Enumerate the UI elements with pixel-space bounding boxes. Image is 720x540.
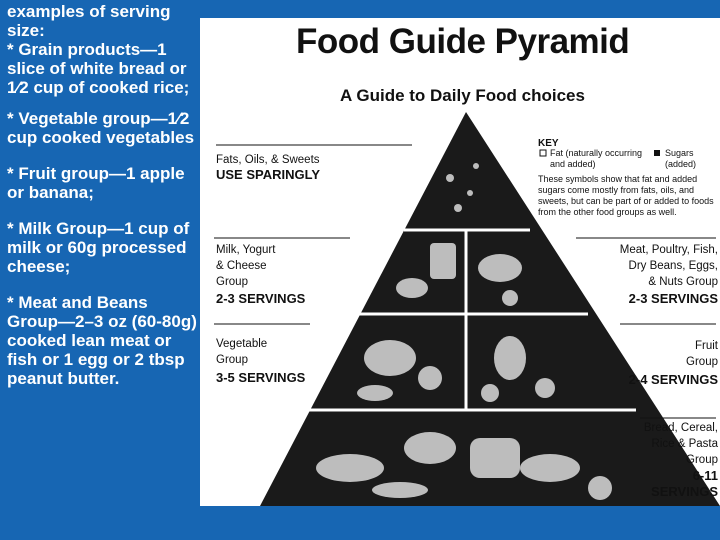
key-sugar-label: Sugars (added)	[665, 148, 697, 169]
fruit-example: * Fruit group—1 apple or banana;	[7, 164, 185, 202]
pyramid-subtitle: A Guide to Daily Food choices	[340, 86, 585, 105]
grain-label-3: Group	[686, 454, 718, 466]
fruit-label-1: Fruit	[695, 340, 718, 352]
food-illustrations	[316, 163, 612, 500]
fats-label: Fats, Oils, & Sweets	[216, 154, 320, 166]
milk-example: * Milk Group—1 cup of milk or 60g proces…	[7, 219, 190, 276]
meat-example: * Meat and Beans Group—2–3 oz (60-80g) c…	[7, 293, 197, 388]
grain-servings: SERVINGS	[651, 484, 718, 499]
meat-label-2: Dry Beans, Eggs,	[628, 260, 718, 272]
grain-label-2: Rice & Pasta	[651, 438, 718, 450]
meat-servings: 2-3 SERVINGS	[628, 291, 718, 306]
vegetable-example: * Vegetable group—1⁄2 cup cooked vegetab…	[7, 109, 195, 147]
fats-servings: USE SPARINGLY	[216, 167, 321, 182]
key-note: These symbols show that fat and added su…	[538, 174, 714, 217]
fat-symbol	[539, 149, 547, 157]
pyramid-graphic	[214, 112, 720, 506]
intro-label: examples of serving size:	[7, 2, 171, 40]
intro-text: examples of serving size:* Grain product…	[7, 2, 199, 97]
grain-label-1: Bread, Cereal,	[643, 422, 718, 434]
leader-lines	[214, 144, 716, 419]
meat-label-1: Meat, Poultry, Fish,	[619, 244, 718, 256]
milk-label-1: Milk, Yogurt	[216, 244, 276, 256]
sugar-symbol	[654, 150, 660, 156]
key-fat-label: Fat (naturally occurring and added)	[550, 148, 643, 169]
key-heading: KEY	[538, 138, 559, 149]
fruit-servings: 2-4 SERVINGS	[628, 372, 718, 387]
serving-size-text: examples of serving size:* Grain product…	[7, 2, 199, 405]
pyramid-body	[260, 112, 720, 506]
milk-label-3: Group	[216, 276, 248, 288]
milk-servings: 2-3 SERVINGS	[216, 291, 306, 306]
vegetable-label-1: Vegetable	[216, 338, 268, 350]
vegetable-servings: 3-5 SERVINGS	[216, 370, 306, 385]
grain-example: * Grain products—1 slice of white bread …	[7, 40, 190, 97]
milk-label-2: & Cheese	[216, 260, 267, 272]
meat-label-3: & Nuts Group	[648, 276, 718, 288]
fruit-label-2: Group	[686, 356, 718, 368]
vegetable-label-2: Group	[216, 354, 248, 366]
grain-label-4: 6-11	[692, 468, 718, 483]
food-pyramid-image: Food Guide Pyramid A Guide to Daily Food…	[200, 18, 720, 506]
pyramid-title: Food Guide Pyramid	[296, 22, 630, 61]
